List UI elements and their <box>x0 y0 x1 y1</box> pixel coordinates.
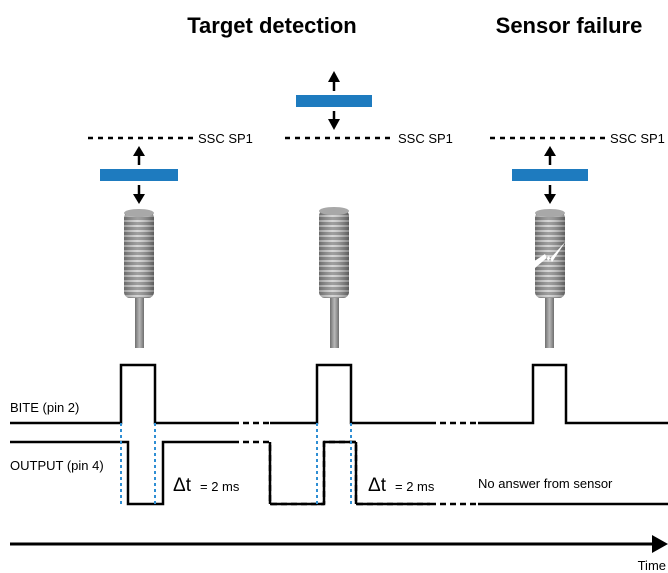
delta-t-value: = 2 ms <box>395 479 435 494</box>
time-axis: Time <box>10 535 668 573</box>
threshold-label: SSC SP1 <box>398 131 453 146</box>
sensor-3-broken <box>533 209 566 348</box>
target-plate <box>100 169 178 181</box>
bite-signal <box>10 363 668 425</box>
up-arrow-icon <box>328 71 340 91</box>
no-answer-label: No answer from sensor <box>478 476 613 491</box>
up-arrow-icon <box>544 146 556 165</box>
title-target-detection: Target detection <box>187 13 357 38</box>
delta-t-symbol: Δt <box>368 475 387 496</box>
sensor-cable <box>330 296 339 348</box>
threshold-1: SSC SP1 <box>88 131 253 146</box>
delta-t-label-1: Δt = 2 ms <box>173 475 240 496</box>
up-arrow-icon <box>133 146 145 165</box>
threshold-label: SSC SP1 <box>610 131 665 146</box>
threshold-label: SSC SP1 <box>198 131 253 146</box>
down-arrow-icon <box>328 111 340 130</box>
threshold-2: SSC SP1 <box>285 131 453 146</box>
output-signal <box>10 440 668 506</box>
sensor-cable <box>135 296 144 348</box>
target-plate <box>296 95 372 107</box>
time-arrow-icon <box>652 535 668 553</box>
time-axis-label: Time <box>638 558 666 573</box>
title-sensor-failure: Sensor failure <box>496 13 643 38</box>
target-2 <box>296 71 372 130</box>
down-arrow-icon <box>133 185 145 204</box>
sensor-cable <box>545 296 554 348</box>
output-dashed-section <box>233 440 430 506</box>
target-3 <box>512 146 588 204</box>
delta-t-symbol: Δt <box>173 475 192 496</box>
sensor-1 <box>124 209 154 348</box>
threshold-3: SSC SP1 <box>490 131 665 146</box>
sensor-2 <box>319 207 349 348</box>
target-1 <box>100 146 178 204</box>
bite-label: BITE (pin 2) <box>10 400 79 415</box>
delta-t-value: = 2 ms <box>200 479 240 494</box>
down-arrow-icon <box>544 185 556 204</box>
timing-markers <box>120 423 352 504</box>
crack-icon <box>533 241 566 268</box>
output-label: OUTPUT (pin 4) <box>10 458 104 473</box>
delta-t-label-2: Δt = 2 ms <box>368 475 435 496</box>
target-plate <box>512 169 588 181</box>
